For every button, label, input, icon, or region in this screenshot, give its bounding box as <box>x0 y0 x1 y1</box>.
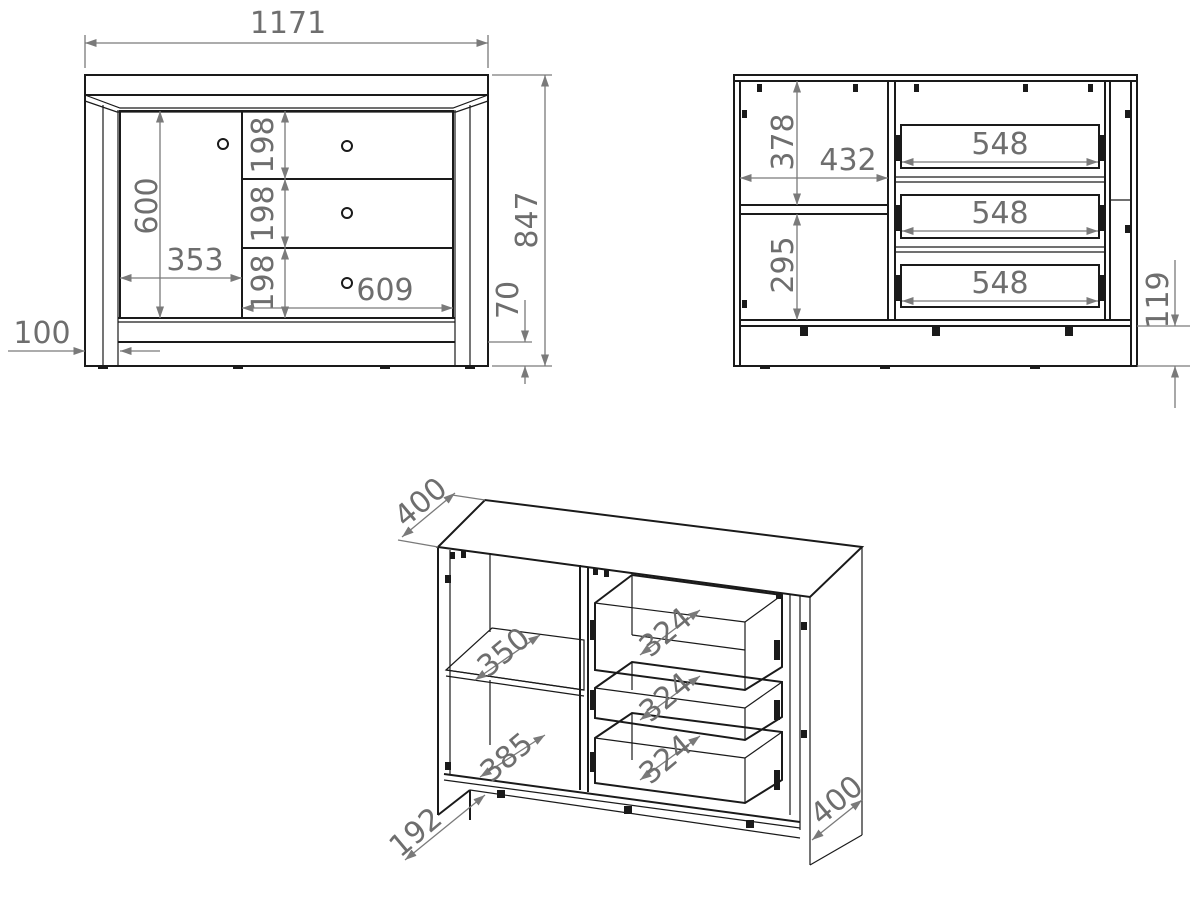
drawer-inner-width-label-2: 548 <box>971 196 1028 231</box>
drawer-inner-width-label-1: 548 <box>971 127 1028 162</box>
drawer-width-label: 609 <box>356 273 413 308</box>
upper-shelf-height-label: 378 <box>766 113 801 170</box>
drawer-depth-label-1: 324 <box>633 601 699 665</box>
door-height-label: 600 <box>130 177 165 234</box>
drawer-height-label-2: 198 <box>246 185 281 242</box>
lower-shelf-height-label: 295 <box>766 236 801 293</box>
door-knob-icon <box>217 138 229 150</box>
leg-height-label: 119 <box>1141 271 1176 328</box>
drawer-inner-width-label-3: 548 <box>971 266 1028 301</box>
overall-width-label: 1171 <box>250 6 326 41</box>
top-depth-label: 400 <box>388 471 454 535</box>
isometric-view: 400 400 350 385 324 324 324 192 <box>383 471 870 866</box>
side-inset-label: 100 <box>13 316 70 351</box>
base-depth-label: 192 <box>383 801 449 865</box>
drawer-height-label-3: 198 <box>246 254 281 311</box>
drawer-knob-icon <box>341 207 353 219</box>
shelf-width-label: 432 <box>819 143 876 178</box>
front-view: 1171 847 600 353 198 198 198 609 70 100 <box>8 6 552 384</box>
plinth-height-label: 70 <box>491 281 526 319</box>
drawer-depth-label-3: 324 <box>633 728 699 792</box>
drawer-knob-icon <box>341 277 353 289</box>
door-width-label: 353 <box>166 243 223 278</box>
overall-height-label: 847 <box>510 191 545 248</box>
inner-view: 378 432 295 548 548 548 119 <box>733 74 1190 408</box>
drawer-height-label-1: 198 <box>246 116 281 173</box>
side-depth-label: 400 <box>804 769 870 833</box>
drawer-knob-icon <box>341 140 353 152</box>
